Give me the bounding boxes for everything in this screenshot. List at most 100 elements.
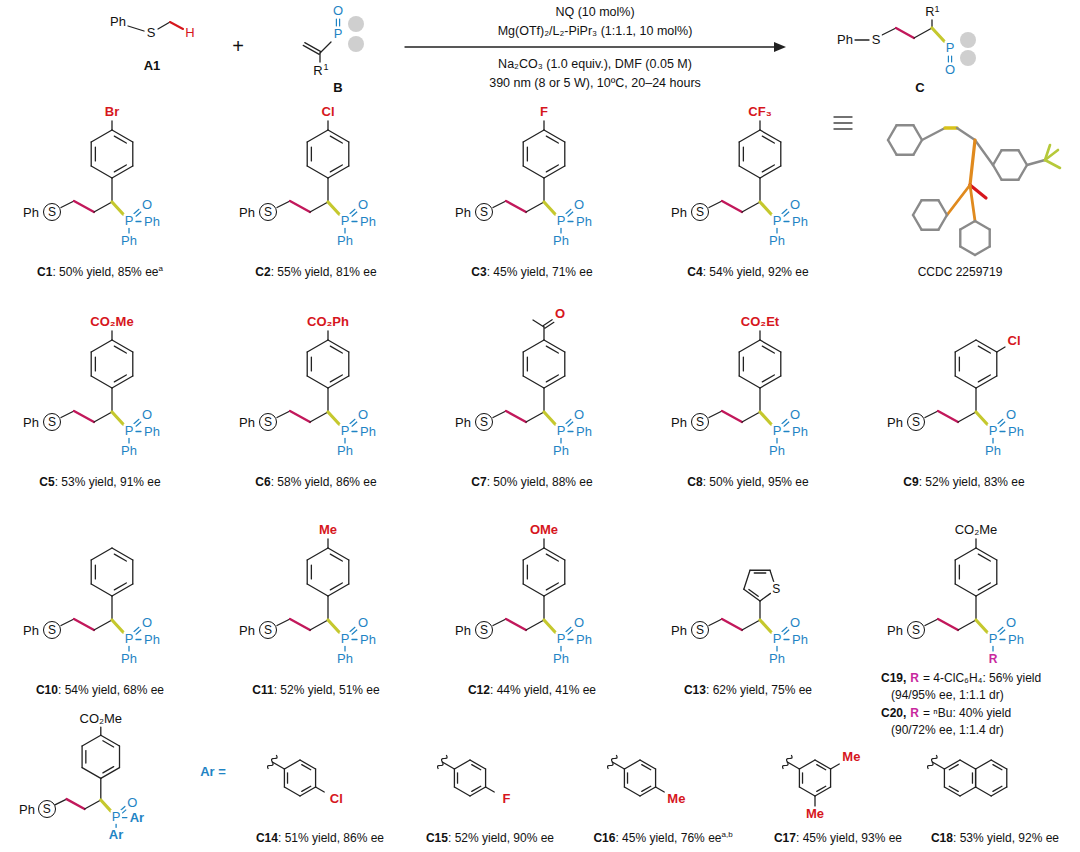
text-label: Ph: [670, 206, 688, 220]
ring-bond: [976, 787, 992, 796]
label-text: : 58% yield, 86% ee: [271, 475, 377, 489]
double-bond: [568, 630, 573, 635]
bond: [61, 201, 74, 208]
text-label: Ar: [108, 828, 124, 842]
text-label: NQ (10 mol%): [554, 5, 635, 20]
label-text: Cl: [322, 104, 335, 119]
label-text: 1: [323, 62, 328, 72]
ring-bond: [959, 230, 961, 247]
ring-double-bond: [978, 375, 990, 382]
label-text: CO₂Me: [90, 314, 133, 329]
text-label: (94/95% ee, 1:1.1 dr): [890, 688, 1005, 702]
text-label: P: [124, 214, 135, 228]
label-text: C2: [255, 265, 270, 279]
label-text: Ph: [121, 651, 137, 666]
label-text: : 45% yield, 93% ee: [796, 831, 902, 845]
ring-double-bond: [743, 357, 744, 371]
bond: [975, 596, 976, 620]
atom-label: S: [480, 416, 488, 428]
text-label: O: [126, 796, 138, 810]
ring-bond: [960, 221, 975, 230]
ring-bond: [897, 124, 914, 126]
double-bond: [352, 212, 357, 217]
label-text: C5: [39, 475, 54, 489]
text-label: B: [332, 81, 343, 95]
double-bond: [136, 630, 141, 635]
label-text: C11: [252, 683, 273, 697]
label-text: Na₂CO₃ (1.0 equiv.), DMF (0.05 M): [498, 57, 692, 71]
ring-bond: [454, 760, 470, 769]
ring-bond: [101, 768, 120, 779]
bond: [722, 201, 742, 212]
text-label: P: [124, 632, 135, 646]
bond: [568, 431, 573, 432]
wavy-bond: [928, 755, 937, 769]
bond: [493, 411, 506, 418]
bond: [112, 202, 123, 214]
label-text: R: [910, 671, 919, 685]
ring-bond: [624, 760, 640, 769]
atom-label: S: [48, 206, 56, 218]
ring-double-bond: [311, 357, 312, 371]
label-text: Ph: [23, 623, 39, 638]
text-label: P: [333, 27, 344, 41]
text-label: P: [340, 424, 351, 438]
double-bond: [134, 209, 139, 214]
ring-bond: [975, 221, 990, 230]
caption: C1: 50% yield, 85% eea: [36, 265, 164, 280]
ring-double-bond: [993, 786, 1002, 791]
bond: [506, 411, 526, 422]
ring-bond: [485, 769, 486, 787]
ring-bond: [454, 769, 455, 787]
label-text: P: [125, 423, 134, 438]
bond: [543, 539, 544, 548]
label-text: Ph: [19, 802, 35, 817]
ring-bond: [815, 760, 831, 769]
reaction-arrow: [405, 46, 776, 47]
text-label: O: [141, 198, 153, 212]
caption: C8: 50% yield, 95% ee: [686, 475, 809, 489]
label-text: Ph: [110, 14, 126, 29]
bond: [656, 787, 665, 792]
label-text: Ph: [455, 623, 471, 638]
bond: [560, 646, 561, 651]
ring-bond: [1006, 769, 1007, 787]
bond: [136, 431, 141, 432]
text-label: Ph: [670, 624, 688, 638]
bond: [742, 412, 760, 422]
bond: [975, 388, 976, 412]
ring-double-bond: [762, 375, 774, 382]
label-text: CO₂Et: [741, 314, 779, 329]
ring-bond: [348, 352, 349, 376]
label-text: : 51% yield, 86% ee: [278, 831, 384, 845]
ring-double-bond: [330, 554, 342, 561]
text-label: Cl: [329, 792, 344, 806]
text-label: Ph: [552, 652, 570, 666]
ring-bond: [564, 142, 565, 166]
ring-double-bond: [749, 590, 758, 597]
ring-bond: [955, 560, 956, 584]
text-label: 1: [933, 1, 940, 15]
text-label: Ph: [109, 15, 127, 29]
atom-label: S: [48, 416, 56, 428]
ring-double-bond: [627, 773, 628, 783]
bond: [327, 331, 328, 340]
label-text: (90/72% ee, 1:1.4 dr): [891, 723, 1004, 737]
ring-bond: [739, 142, 740, 166]
bond: [722, 411, 742, 422]
text-label: P: [556, 424, 567, 438]
text-label: O: [789, 616, 801, 630]
ring-bond: [284, 760, 300, 769]
ring-double-bond: [330, 583, 342, 590]
label-text: P: [341, 423, 350, 438]
ring-bond: [82, 735, 101, 746]
ring-bond: [897, 154, 914, 156]
caption: C13: 62% yield, 75% ee: [683, 683, 813, 697]
ring-double-bond: [527, 147, 528, 161]
bond: [128, 646, 129, 651]
label-text: Br: [105, 104, 119, 119]
label-text: Ph: [553, 651, 569, 666]
label-text: Me: [667, 791, 685, 806]
text-label: CO₂Me: [954, 523, 999, 537]
ring-bond: [523, 560, 524, 584]
